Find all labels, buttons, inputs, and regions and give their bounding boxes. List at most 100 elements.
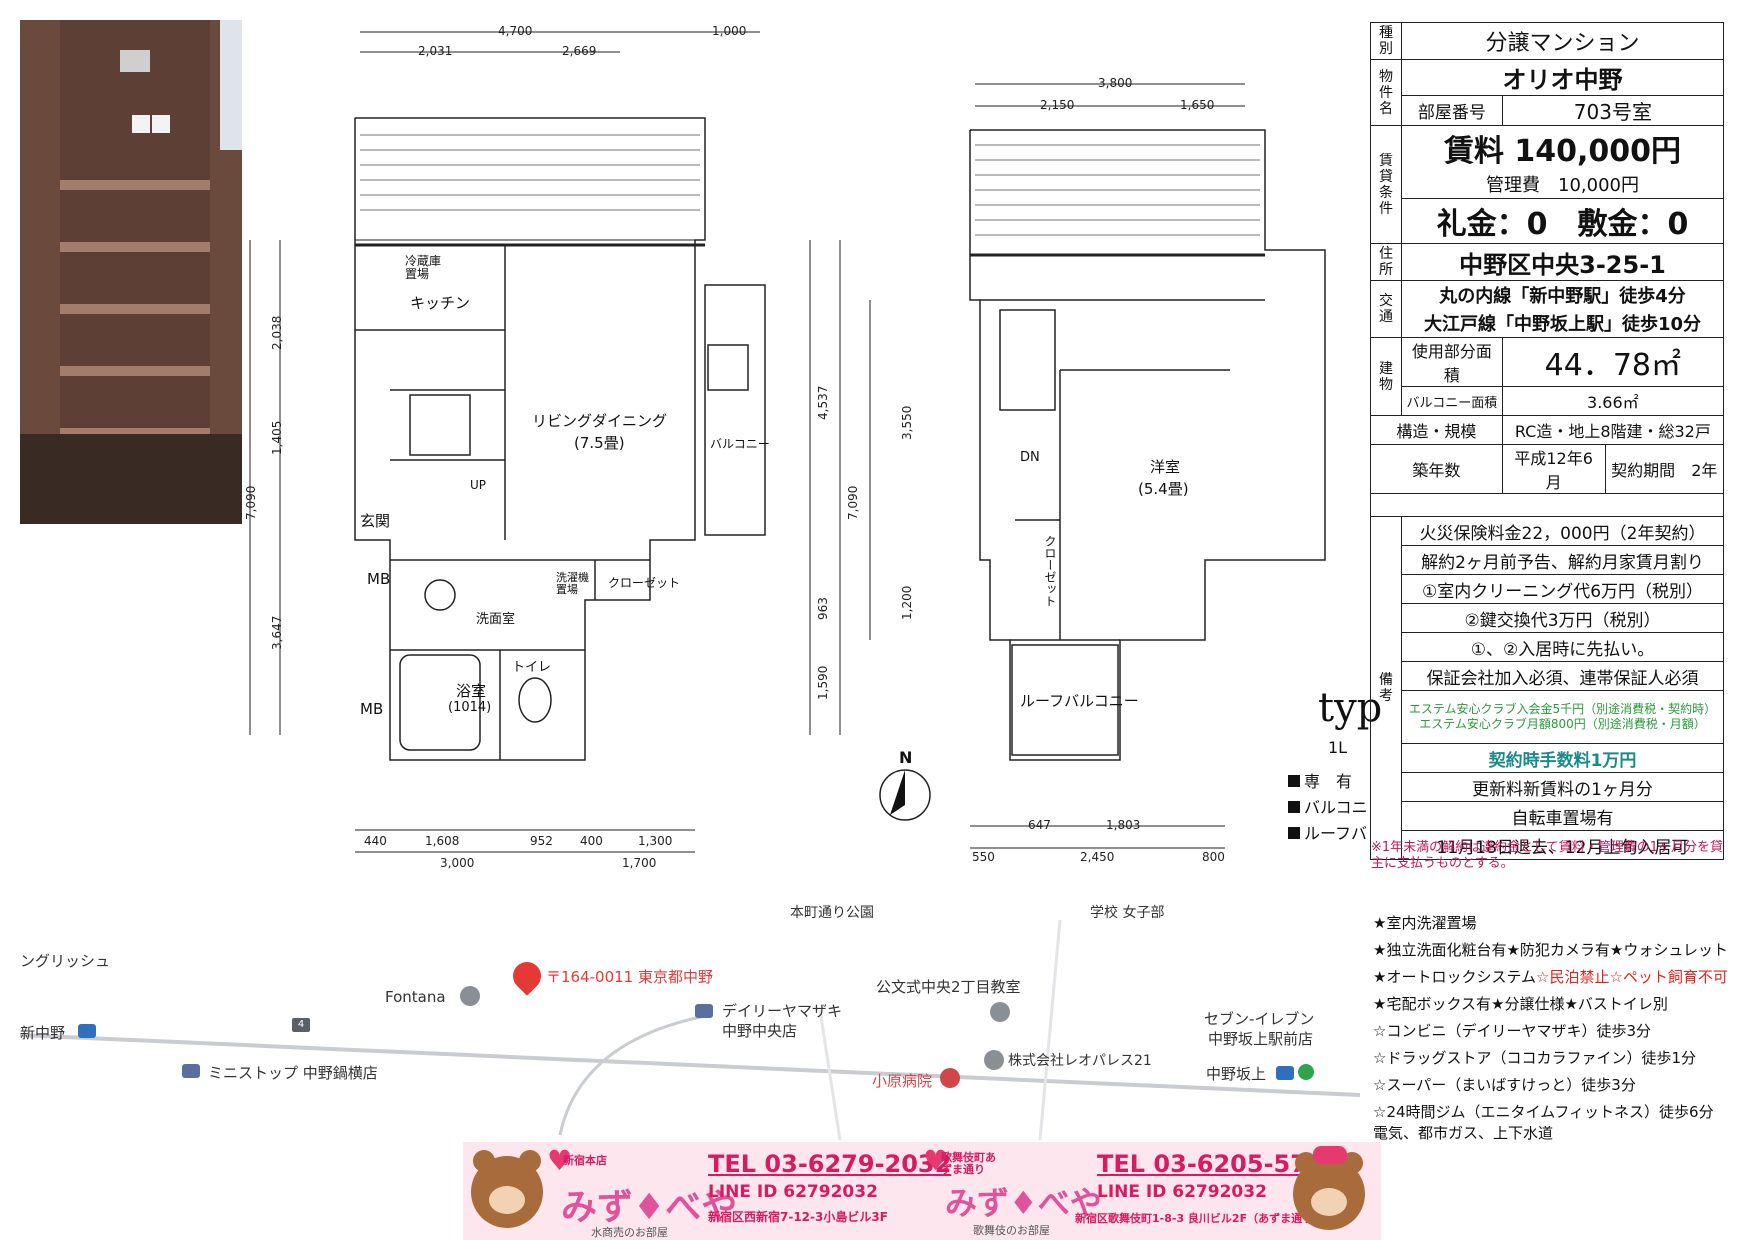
map-label-daily-2: 中野中央店: [722, 1022, 798, 1040]
floor-area: 44．78㎡: [1501, 337, 1725, 387]
map-station-icon[interactable]: [1298, 1064, 1314, 1080]
dim-top-b: 2,669: [562, 44, 597, 58]
photo-window: [120, 50, 150, 72]
contract-fee: 契約時手数料1万円: [1401, 743, 1724, 773]
feature-item: ★オートロックシステム☆民泊禁止☆ペット飼育不可: [1373, 968, 1728, 986]
label-western: 洋室: [1150, 458, 1181, 476]
remark-5: ①、②入居時に先払い。: [1401, 632, 1724, 662]
dim-bottom-b: 1,608: [425, 834, 460, 848]
room-number-label: 部屋番号: [1401, 95, 1503, 126]
north-label: N: [899, 748, 913, 767]
dim-r-top-a: 2,150: [1040, 98, 1075, 112]
dim-r-top-total: 3,800: [1098, 76, 1133, 90]
label-toilet: トイレ: [512, 660, 552, 675]
structure-label: 構造・規模: [1370, 415, 1503, 445]
property-name: オリオ中野: [1401, 59, 1724, 96]
label-bath-size: (1014): [448, 700, 492, 715]
balcony-area: 3.66㎡: [1501, 386, 1725, 416]
terms-label-cell: 賃貸条件: [1370, 125, 1402, 244]
ad-line-1[interactable]: LINE ID 62792032: [708, 1182, 878, 1202]
dim-left-b: 1,405: [270, 420, 284, 455]
type-label-cell: 種別: [1370, 22, 1402, 60]
map-label-school: 学校 女子部: [1090, 905, 1165, 921]
remark-membership: エステム安心クラブ入会金5千円（別途消費税・契約時）エステム安心クラブ月額800…: [1401, 690, 1724, 744]
feature-item: 電気、都市ガス、上下水道: [1373, 1126, 1554, 1140]
dim-left-a: 2,038: [270, 315, 284, 350]
ad-logo-2: みず♦べや: [945, 1184, 1102, 1222]
built-date: 平成12年6月: [1501, 444, 1606, 494]
dim-r-bottom-a: 647: [1028, 818, 1051, 832]
map-store-icon[interactable]: [182, 1064, 200, 1078]
ribbon-icon: [1313, 1146, 1347, 1164]
map-label-kumon: 公文式中央2丁目教室: [876, 978, 1021, 996]
dim-r-bottom-c: 550: [972, 850, 995, 864]
rent: 賃料 140,000円: [1401, 125, 1724, 170]
map-hospital-icon[interactable]: [940, 1068, 960, 1088]
bicycle-parking: 自転車置場有: [1401, 801, 1724, 831]
ad-badge-2: 歌舞伎町あずま通り: [941, 1151, 996, 1176]
photo-floor-band: [60, 304, 210, 314]
dim-top-a: 2,031: [418, 44, 453, 58]
bear-mascot-icon: [471, 1150, 543, 1228]
dim-r-left-a: 3,550: [900, 405, 914, 440]
renewal-fee: 更新料新賃料の1ヶ月分: [1401, 772, 1724, 802]
balcony-area-label: バルコニー面積: [1401, 386, 1503, 416]
footer-ad-banner[interactable]: ♥ 新宿本店 みず♦べや 水商売のお部屋 TEL 03-6279-2032 LI…: [463, 1142, 1381, 1240]
floor-plans: 4,700 1,000 2,031 2,669 2,038 1,405 7,09…: [244, 24, 1382, 870]
map-poi-icon[interactable]: [984, 1050, 1004, 1070]
photo-ground: [20, 434, 242, 524]
label-up: UP: [470, 478, 487, 492]
ad-logo-1: みず♦べや: [561, 1187, 738, 1228]
map-label-ministop: ミニストップ 中野鍋横店: [208, 1064, 378, 1082]
dim-right-total: 7,090: [846, 485, 860, 520]
name-label-cell: 物件名: [1370, 59, 1402, 126]
ad-line-2[interactable]: LINE ID 62792032: [1097, 1182, 1267, 1202]
label-laundry: 洗濯機置場: [556, 571, 589, 596]
dim-top-total: 4,700: [498, 24, 533, 38]
area-map[interactable]: 本町通り公園 学校 女子部 ングリッシュ Fontana 〒164-0011 東…: [20, 900, 1360, 1140]
label-closet-2: クローゼット: [1043, 535, 1057, 607]
label-balcony: バルコニー: [710, 437, 770, 451]
dim-r-top-b: 1,650: [1180, 98, 1215, 112]
dim-top-balcony: 1,000: [712, 24, 747, 38]
floor-plan-drawing: [249, 31, 1326, 853]
map-poi-icon[interactable]: [460, 986, 480, 1006]
map-label-fontana: Fontana: [385, 988, 446, 1006]
photo-sky: [220, 20, 242, 150]
address-label-cell: 住所: [1370, 243, 1402, 281]
deposit-key-money: 礼金：0 敷金：0: [1401, 198, 1724, 244]
legend-item-1: 専 有: [1288, 768, 1352, 792]
label-bath: 浴室: [456, 682, 487, 700]
legend-item-3: ルーフバ: [1288, 820, 1367, 844]
label-dn: DN: [1020, 450, 1040, 465]
map-label-postal: 〒164-0011 東京都中野: [546, 968, 713, 986]
dim-bottom-e: 1,300: [638, 834, 673, 848]
remark-2: 解約2ヶ月前予告、解約月家賃月割り: [1401, 545, 1724, 575]
map-poi-icon[interactable]: [990, 1002, 1010, 1022]
dim-r-bottom-d: 2,450: [1080, 850, 1115, 864]
map-label-daily: デイリーヤマザキ: [722, 1002, 843, 1020]
dim-r-bottom-b: 1,803: [1106, 818, 1141, 832]
map-store-icon[interactable]: [695, 1004, 713, 1018]
type-sub-label: 1L: [1328, 738, 1348, 757]
address: 中野区中央3-25-1: [1401, 243, 1724, 281]
label-roof-balcony: ルーフバルコニー: [1020, 692, 1139, 710]
structure: RC造・地上8階建・総32戸: [1501, 415, 1725, 445]
map-station-icon[interactable]: [1276, 1066, 1294, 1080]
label-living-size: (7.5畳): [574, 434, 625, 452]
map-route-shield: 4: [292, 1018, 310, 1032]
label-living: リビングダイニング: [532, 412, 668, 430]
label-closet: クローゼット: [608, 576, 681, 590]
map-station-icon[interactable]: [78, 1024, 96, 1038]
map-label-seven: セブン-イレブン: [1204, 1010, 1315, 1028]
map-label-leo: 株式会社レオパレス21: [1008, 1053, 1152, 1069]
dim-right-a: 4,537: [816, 385, 830, 420]
spacer-row: [1370, 493, 1724, 517]
remarks-label-cell: 備考: [1370, 516, 1402, 860]
dim-bottom-c: 952: [530, 834, 553, 848]
ad-sub-1: 水商売のお部屋: [591, 1226, 668, 1239]
dim-bottom-d: 400: [580, 834, 603, 848]
ad-tel-1[interactable]: TEL 03-6279-2032: [708, 1150, 952, 1178]
dim-bottom-a: 440: [364, 834, 387, 848]
map-label-hospital: 小原病院: [872, 1072, 933, 1090]
